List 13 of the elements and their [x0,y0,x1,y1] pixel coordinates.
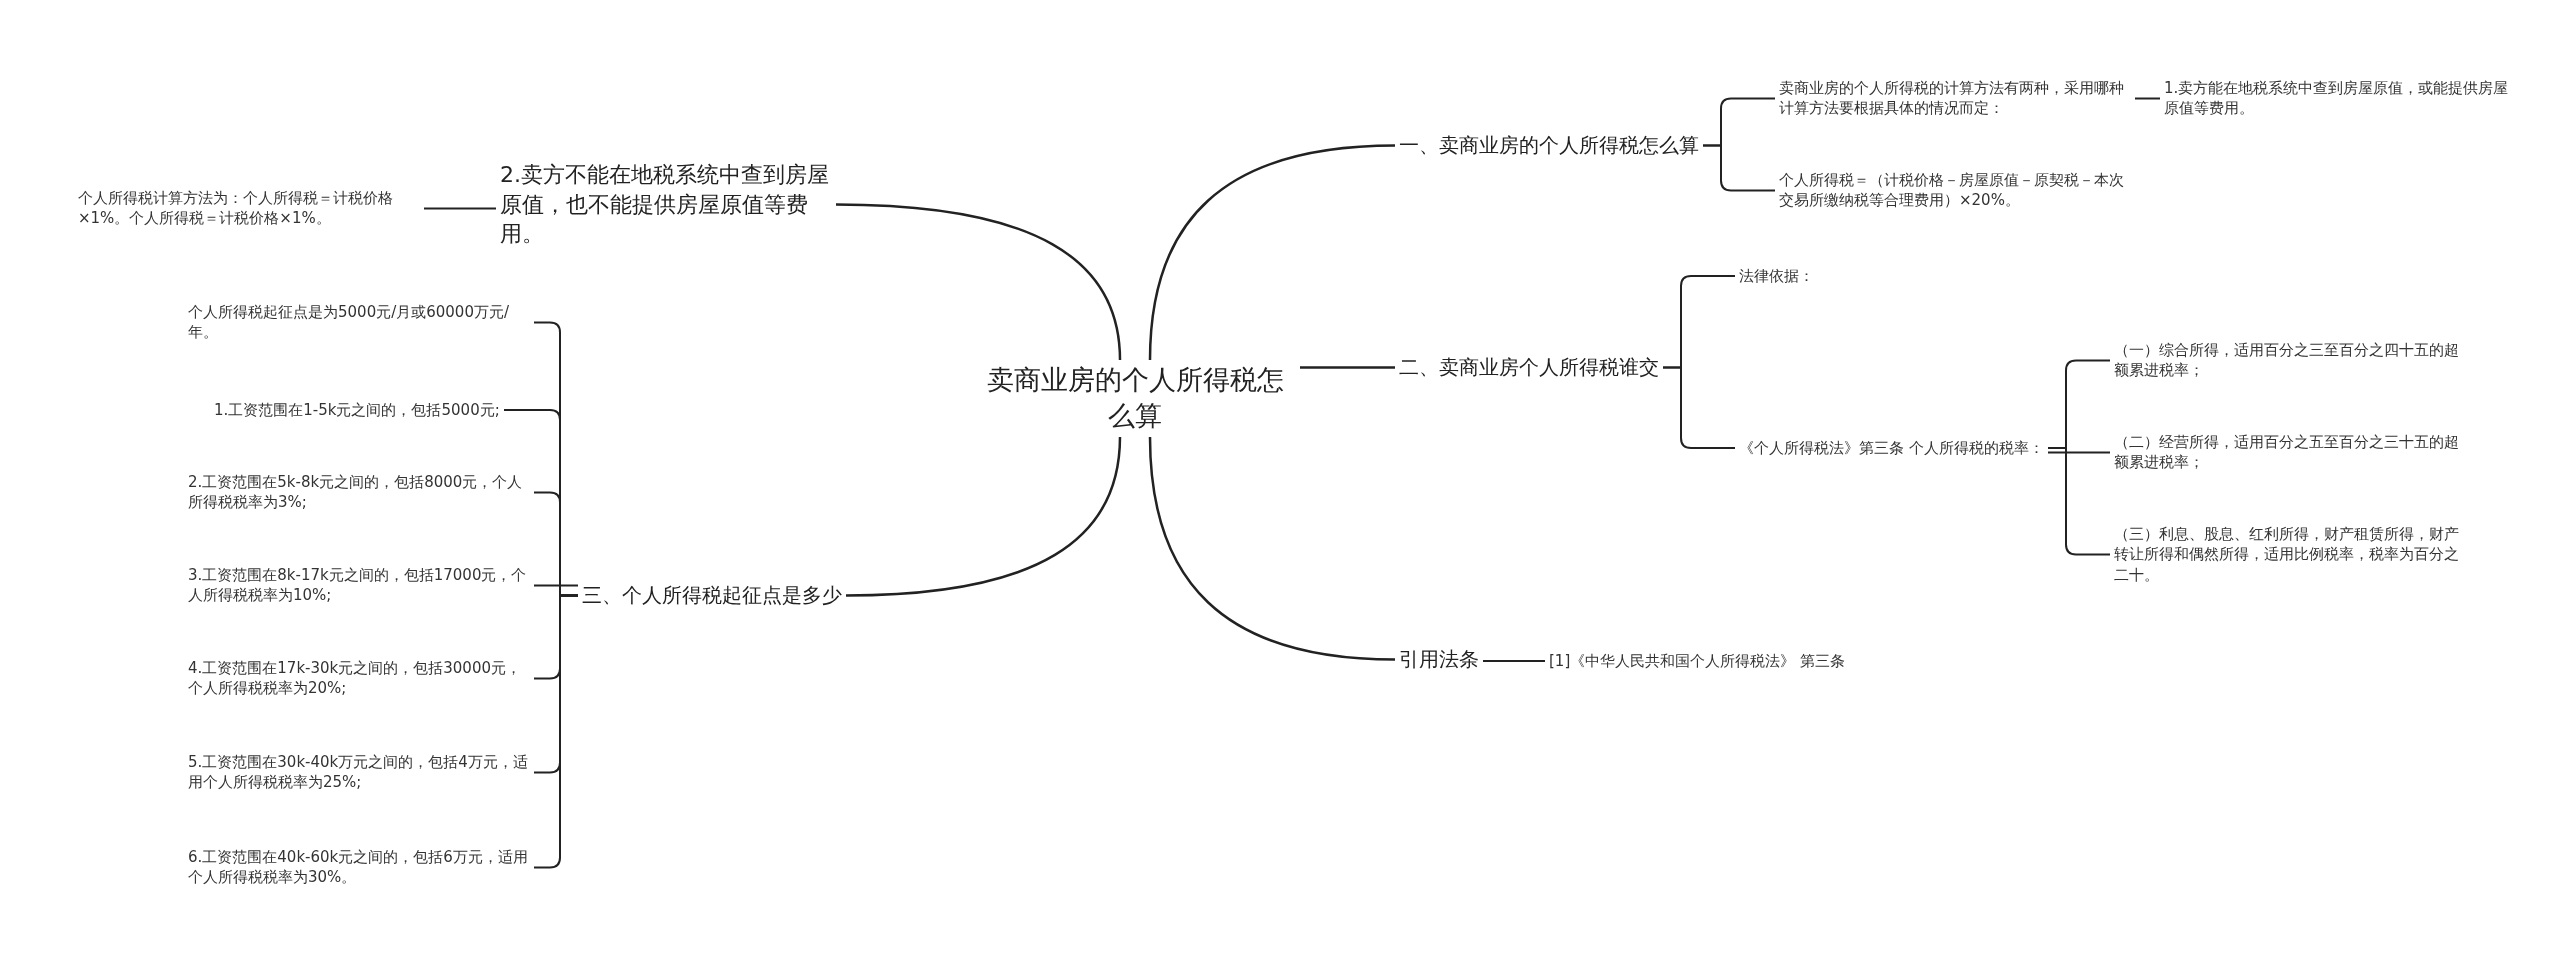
bracket-connector [1702,144,1776,192]
branch-connector [845,436,1122,597]
branch-connector [1148,436,1396,661]
bracket-connector [2134,97,2161,100]
bracket-connector [2047,451,2111,454]
bracket-connector [1662,366,1736,449]
branch-connector [1300,366,1395,369]
bracket-connector [533,584,579,587]
bracket-connector [423,207,497,210]
bracket-connector [1482,660,1546,662]
branch-connector [1148,144,1396,361]
branch-connector [835,203,1122,361]
bracket-connector [533,594,579,869]
